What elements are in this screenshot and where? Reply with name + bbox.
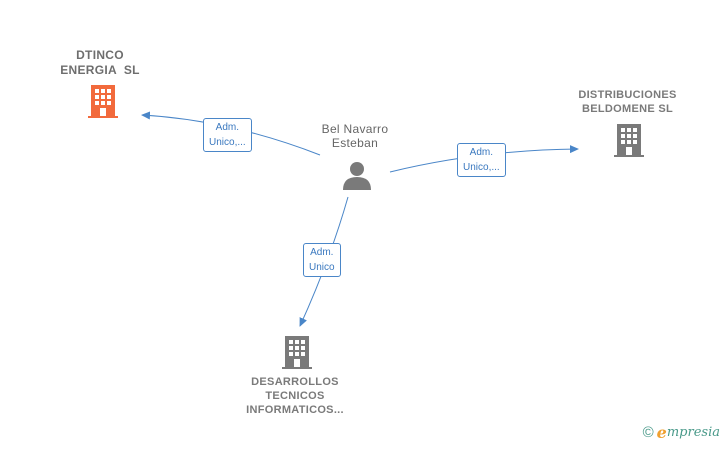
company-label-line: BELDOMENE SL xyxy=(582,103,673,115)
brand-name: mpresia xyxy=(666,425,720,440)
company-label-line: INFORMATICOS... xyxy=(246,404,344,416)
person-label-line: Esteban xyxy=(331,136,379,150)
company-label-distribuciones[interactable]: DISTRIBUCIONES BELDOMENE SL xyxy=(565,88,690,116)
company-label-line: TECNICOS xyxy=(265,390,325,402)
edge-label-line: Adm. xyxy=(310,247,334,258)
edge-label-line: Adm. xyxy=(215,122,240,133)
company-label-line: ENERGIA SL xyxy=(60,63,140,77)
edge-label-line: Unico,... xyxy=(463,162,500,173)
building-icon[interactable] xyxy=(87,83,119,119)
person-label-line: Bel Navarro xyxy=(321,122,389,136)
building-icon[interactable] xyxy=(613,122,645,158)
edge-label-line: Unico xyxy=(309,262,335,273)
edge-label-role[interactable]: Adm. Unico xyxy=(303,243,341,277)
edge-label-role[interactable]: Adm. Unico,... xyxy=(457,143,506,177)
edge-label-role[interactable]: Adm. Unico,... xyxy=(203,118,252,152)
brand-logo: © e mpresia xyxy=(643,423,720,442)
company-label-line: DTINCO xyxy=(76,48,124,62)
person-label[interactable]: Bel Navarro Esteban xyxy=(300,122,410,150)
person-icon[interactable] xyxy=(341,160,373,190)
company-label-desarrollos[interactable]: DESARROLLOS TECNICOS INFORMATICOS... xyxy=(230,375,360,417)
company-label-line: DISTRIBUCIONES xyxy=(578,89,677,101)
brand-initial: e xyxy=(656,423,667,442)
edge-label-line: Adm. xyxy=(469,147,494,158)
building-icon[interactable] xyxy=(281,334,313,370)
copyright-symbol: © xyxy=(642,424,654,441)
company-label-dtinco[interactable]: DTINCO ENERGIA SL xyxy=(45,48,155,78)
company-label-line: DESARROLLOS xyxy=(251,376,339,388)
edge-label-line: Unico,... xyxy=(209,137,246,148)
